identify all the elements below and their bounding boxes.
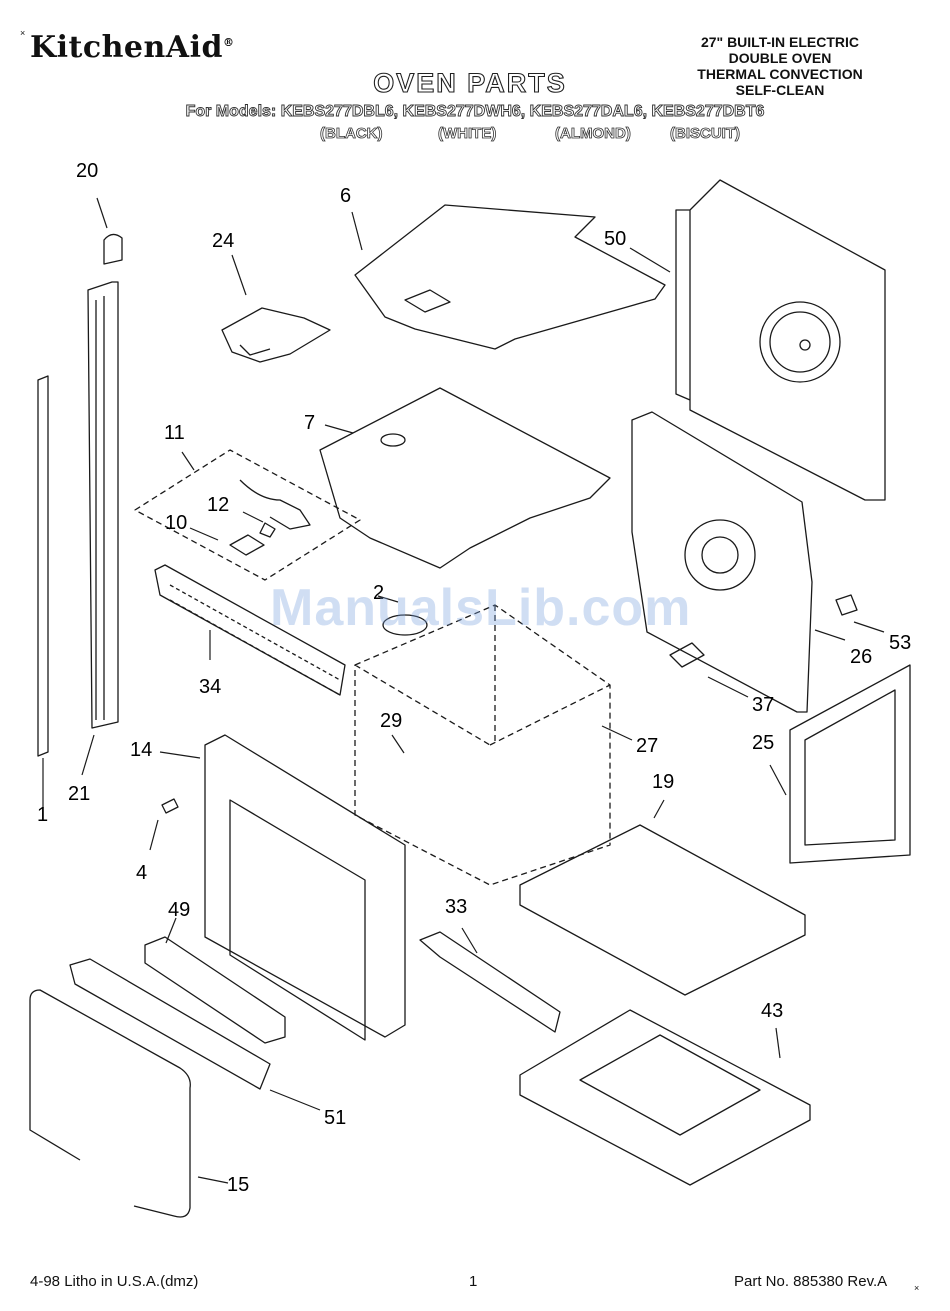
footer-page-number: 1: [469, 1273, 478, 1290]
part-20-cap: [103, 233, 123, 265]
color-black: (BLACK): [320, 125, 383, 143]
part-19-tray: [519, 824, 806, 996]
part-25-frame: [789, 664, 911, 864]
callout-12: 12: [207, 494, 230, 516]
callout-34: 34: [199, 676, 222, 698]
callout-25: 25: [752, 732, 775, 754]
part-21-trim: [87, 281, 119, 729]
brand-logo: KitchenAid®: [30, 30, 235, 65]
spec-line: SELF-CLEAN: [735, 82, 825, 98]
part-10-glass: [229, 534, 265, 556]
callout-27: 27: [636, 735, 659, 757]
part-11-socket: [239, 479, 311, 530]
footer-litho: 4-98 Litho in U.S.A.(dmz): [30, 1273, 199, 1290]
part-15-gasket: [29, 989, 191, 1218]
models-label: For Models: KEBS277DBL6, KEBS277DWH6, KE…: [185, 103, 765, 121]
callout-1: 1: [37, 804, 49, 826]
spec-line: THERMAL CONVECTION: [697, 66, 863, 82]
color-almond: (ALMOND): [555, 125, 632, 143]
callout-21: 21: [68, 783, 91, 805]
part-4-screw: [161, 798, 179, 814]
part-33-bar: [419, 931, 561, 1033]
page-title: OVEN PARTS: [373, 67, 567, 98]
callout-11: 11: [164, 422, 185, 444]
callout-14: 14: [130, 739, 153, 761]
callout-53: 53: [889, 632, 912, 654]
callout-7: 7: [304, 412, 316, 434]
callout-10: 10: [165, 512, 188, 534]
part-34-vent: [154, 564, 346, 696]
part-27-oven-liner: [354, 604, 611, 886]
spec-line: DOUBLE OVEN: [728, 50, 832, 66]
callout-29: 29: [380, 710, 403, 732]
callout-15: 15: [227, 1174, 250, 1196]
callout-4: 4: [136, 862, 148, 884]
registration-mark-top-left: ×: [20, 28, 26, 38]
part-11-kit-outline: [134, 449, 361, 581]
part-1-rod: [37, 375, 49, 757]
part-2-fan: [382, 614, 428, 636]
footer-part-number: Part No. 885380 Rev.A: [734, 1273, 888, 1290]
watermark: ManualsLib.com: [270, 579, 692, 637]
part-12-lamp: [259, 522, 276, 538]
part-50-back-panel: [675, 179, 886, 501]
callout-2: 2: [373, 582, 385, 604]
part-37-gasket: [669, 642, 705, 668]
callout-19: 19: [652, 771, 675, 793]
part-7-plate: [319, 387, 611, 569]
part-43-base-pan: [519, 1009, 811, 1186]
callout-33: 33: [445, 896, 468, 918]
callout-50: 50: [604, 228, 627, 250]
callout-43: 43: [761, 1000, 784, 1022]
color-white: (WHITE): [438, 125, 497, 143]
color-biscuit: (BISCUIT): [670, 125, 741, 143]
spec-line: 27" BUILT-IN ELECTRIC: [700, 34, 860, 50]
part-51-trim-bar: [69, 958, 271, 1090]
part-50-fan-opening: [759, 301, 841, 383]
part-7-hole: [380, 433, 406, 447]
callout-24: 24: [212, 230, 235, 252]
callout-49: 49: [168, 899, 191, 921]
callout-37: 37: [752, 694, 775, 716]
product-spec: 27" BUILT-IN ELECTRIC DOUBLE OVEN THERMA…: [665, 34, 895, 98]
part-49-bar: [144, 936, 286, 1044]
leader-lines: [42, 197, 885, 1184]
part-26-rear-frame: [631, 411, 813, 713]
registration-mark-bottom-right: ×: [914, 1283, 920, 1293]
callout-6: 6: [340, 185, 352, 207]
callout-26: 26: [850, 646, 873, 668]
part-14-front-frame: [204, 734, 406, 1038]
part-53-clip: [835, 594, 858, 616]
part-6-top-plate: [354, 204, 666, 350]
callout-51: 51: [324, 1107, 347, 1129]
part-24-bracket: [221, 307, 331, 363]
callout-20: 20: [76, 160, 99, 182]
